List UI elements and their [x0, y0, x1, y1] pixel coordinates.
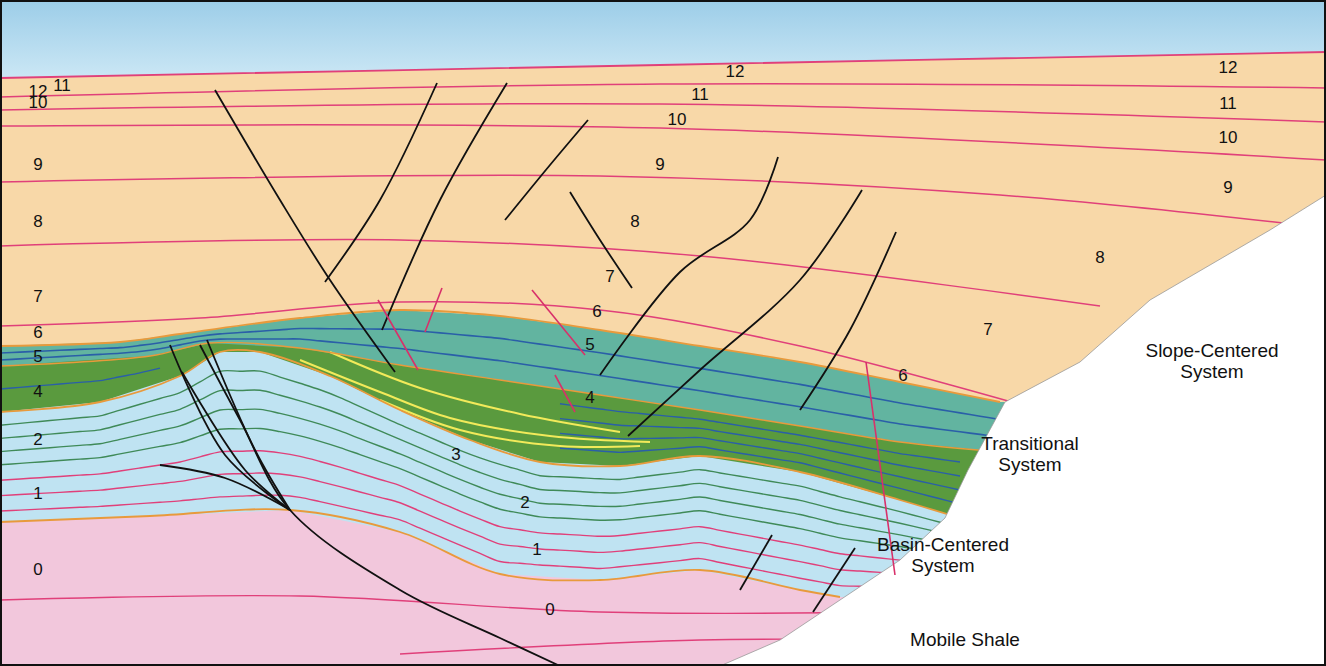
fault-line [170, 345, 290, 510]
fault-line [325, 83, 437, 282]
green-horizon [0, 390, 960, 537]
pink-horizon [0, 495, 960, 589]
horizon-line [0, 302, 1040, 410]
blue-horizon [0, 328, 1000, 419]
layer-number: 8 [1095, 249, 1104, 268]
layer-number: 4 [585, 389, 594, 408]
fault-line [200, 345, 560, 666]
fault-line [813, 548, 855, 612]
system-label: Mobile Shale [910, 630, 1020, 651]
horizon-line [0, 175, 1326, 228]
layer-number: 11 [53, 77, 71, 96]
layer-number: 0 [545, 601, 554, 620]
system-label: Transitional System [965, 434, 1095, 476]
layer-number: 6 [898, 367, 907, 386]
fault-line [160, 465, 290, 510]
layer-number: 10 [668, 111, 687, 130]
layer-number: 6 [592, 303, 601, 322]
layer-number: 12 [1219, 59, 1238, 78]
yellow-horizon [300, 360, 650, 442]
pink-horizon [0, 451, 960, 567]
layer-number: 0 [33, 561, 42, 580]
fault-line [600, 157, 778, 375]
layer-number: 9 [33, 156, 42, 175]
layer-number: 3 [451, 446, 460, 465]
sea [0, 0, 1326, 78]
layer-number: 2 [33, 431, 42, 450]
layer-number: 8 [33, 213, 42, 232]
fault-line [182, 372, 290, 510]
minor-fault [555, 375, 575, 412]
sea-floor [0, 52, 1326, 78]
yellow-horizon [380, 400, 640, 447]
pink-horizon [0, 473, 960, 578]
layer-number: 9 [1223, 179, 1232, 198]
layer-number: 5 [33, 348, 42, 367]
layer-number: 10 [1219, 129, 1238, 148]
layer-number: 10 [29, 94, 48, 113]
layer-number: 1 [33, 485, 42, 504]
fault-line [628, 190, 862, 436]
layer-number: 1 [532, 541, 541, 560]
minor-fault [425, 288, 442, 332]
fault-line [215, 90, 395, 372]
green-horizon [0, 409, 960, 546]
system-boundary [0, 342, 1000, 452]
horizon-line [0, 240, 1100, 306]
blue-horizon [560, 404, 960, 462]
layer-number: 9 [655, 156, 664, 175]
system-label: Basin-Centered System [873, 535, 1013, 577]
layer-number: 8 [630, 213, 639, 232]
layer-number: 6 [33, 324, 42, 343]
fault-line [740, 535, 772, 590]
system-boundary [0, 509, 840, 597]
fault-line [505, 120, 588, 220]
system-label: Slope-Centered System [1127, 341, 1297, 383]
blue-horizon [560, 447, 960, 504]
fault-line [382, 83, 507, 330]
layer-number: 7 [33, 288, 42, 307]
fault-line [570, 192, 632, 288]
layer-number: 11 [1219, 95, 1237, 114]
layer-number: 5 [585, 336, 594, 355]
layer-number: 11 [691, 86, 709, 105]
fault-line [207, 340, 290, 510]
pink-horizon [0, 596, 900, 614]
layer-number: 2 [520, 494, 529, 513]
layer-number: 7 [983, 321, 992, 340]
minor-fault [532, 290, 585, 355]
fault-line [800, 232, 896, 410]
system-boundary [0, 350, 960, 518]
horizon-line [0, 84, 1326, 97]
blue-horizon [0, 368, 160, 389]
minor-fault [378, 300, 418, 370]
layer-number: 4 [33, 383, 42, 402]
layer-number: 12 [726, 63, 745, 82]
layer-number: 7 [605, 268, 614, 287]
horizon-line [0, 104, 1326, 122]
